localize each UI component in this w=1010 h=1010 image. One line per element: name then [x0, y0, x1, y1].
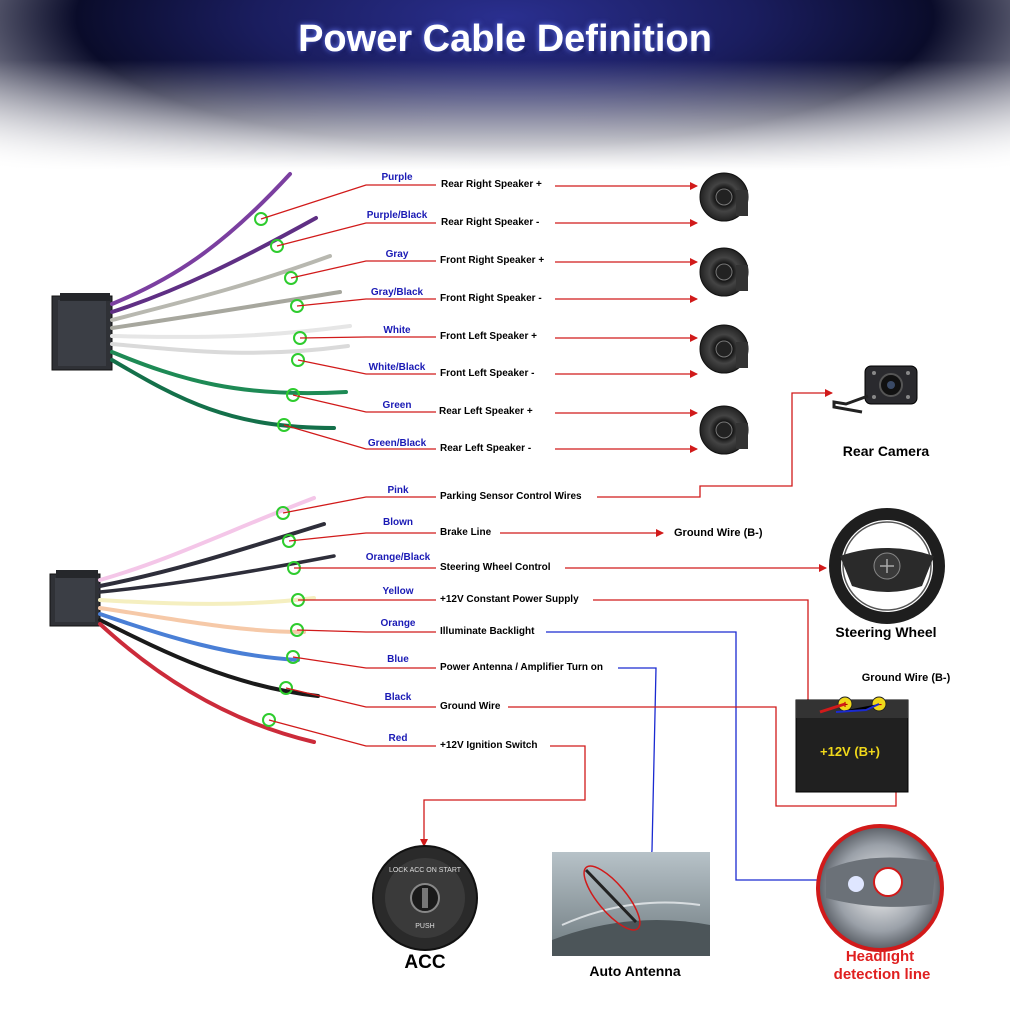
acc-label: ACC	[404, 952, 446, 973]
wire-color-white: White	[383, 325, 411, 336]
wire-color-purple-black: Purple/Black	[366, 210, 428, 221]
steering-wheel-icon	[829, 508, 945, 624]
headlight-icon	[816, 824, 944, 952]
page-title: Power Cable Definition	[298, 18, 712, 60]
speaker-front-left-icon	[699, 324, 749, 374]
rear-camera-icon	[832, 365, 918, 414]
steering-wheel-label: Steering Wheel	[835, 624, 937, 640]
speaker-front-right-icon	[699, 247, 749, 297]
wire-color-white-black: White/Black	[368, 362, 426, 373]
function-power-antenna: Power Antenna / Amplifier Turn on	[440, 662, 603, 673]
speaker-rear-left-icon	[699, 405, 749, 455]
wire-color-green-black: Green/Black	[367, 438, 427, 449]
top-connector	[51, 293, 113, 371]
acc-ignition-icon: LOCK ACC ON START PUSH	[372, 845, 478, 951]
function-brake-line: Brake Line	[440, 527, 492, 538]
function-ground-wire: Ground Wire	[440, 701, 501, 712]
headlight-detection-label: detection line	[833, 966, 931, 983]
ignition-push-text: PUSH	[415, 923, 434, 930]
wire-color-pink: Pink	[387, 485, 409, 496]
wire-color-blown: Blown	[383, 517, 413, 528]
wire-color-black: Black	[384, 692, 412, 703]
wire-color-green: Green	[382, 400, 412, 411]
bottom-connector	[49, 570, 101, 627]
top-wire-markers	[254, 212, 307, 432]
function-illuminate-backlight: Illuminate Backlight	[440, 626, 535, 637]
battery-voltage-label: +12V (B+)	[820, 744, 880, 759]
auto-antenna-label: Auto Antenna	[589, 963, 681, 979]
wire-color-yellow: Yellow	[382, 586, 414, 597]
bottom-wire-bundle	[98, 496, 336, 744]
svg-text:−: −	[876, 700, 882, 711]
ignition-positions-text: LOCK ACC ON START	[389, 867, 462, 874]
wire-color-purple: Purple	[381, 172, 413, 183]
battery-icon: + −	[795, 696, 909, 793]
speaker-rear-right-icon	[699, 172, 749, 222]
wire-color-gray-black: Gray/Black	[370, 287, 424, 298]
header-fade	[0, 60, 1010, 170]
function-front-left-speaker-minus: Front Left Speaker -	[440, 368, 535, 379]
wire-color-orange-black: Orange/Black	[365, 552, 431, 563]
function-rear-right-speaker-plus: Rear Right Speaker +	[441, 179, 542, 190]
function-parking-sensor: Parking Sensor Control Wires	[440, 491, 582, 502]
brake-ground-label: Ground Wire (B-)	[674, 527, 763, 539]
battery-ground-label: Ground Wire (B-)	[861, 672, 951, 684]
wire-color-blue: Blue	[387, 654, 409, 665]
function-rear-left-speaker-plus: Rear Left Speaker +	[439, 406, 533, 417]
function-rear-right-speaker-minus: Rear Right Speaker -	[441, 217, 540, 228]
bottom-routing	[420, 389, 897, 901]
function-front-left-speaker-plus: Front Left Speaker +	[440, 331, 537, 342]
function-rear-left-speaker-minus: Rear Left Speaker -	[440, 443, 532, 454]
bottom-callout-lines	[268, 496, 436, 747]
wire-color-gray: Gray	[385, 249, 409, 260]
function-ignition-switch: +12V Ignition Switch	[440, 740, 538, 751]
rear-camera-label: Rear Camera	[842, 443, 930, 459]
function-steering-wheel-control: Steering Wheel Control	[440, 562, 551, 573]
top-arrows	[555, 182, 698, 453]
headlight-label: Headlight	[845, 948, 915, 965]
top-callout-lines	[260, 184, 436, 450]
wire-color-orange: Orange	[380, 618, 416, 629]
auto-antenna-icon	[552, 852, 710, 956]
function-constant-power: +12V Constant Power Supply	[440, 594, 579, 605]
function-front-right-speaker-plus: Front Right Speaker +	[440, 255, 545, 266]
function-front-right-speaker-minus: Front Right Speaker -	[440, 293, 542, 304]
wire-color-red: Red	[388, 733, 408, 744]
top-wire-bundle	[110, 172, 352, 430]
